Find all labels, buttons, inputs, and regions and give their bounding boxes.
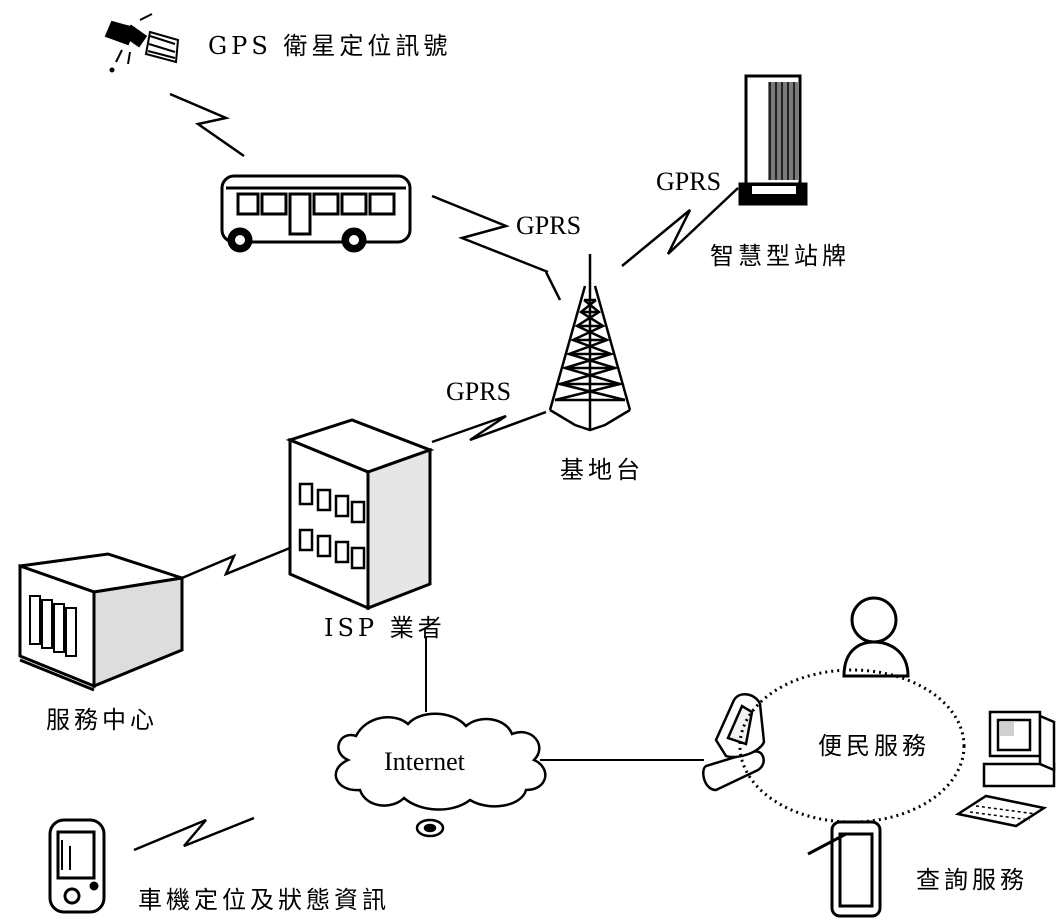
wireless-link-vehicle-unit [133,816,255,852]
person-icon [842,596,910,678]
internet-cloud-icon [334,712,547,838]
label-isp: ISP 業者 [324,614,446,642]
label-internet: Internet [384,747,466,776]
label-query-service: 查詢服務 [916,866,1028,894]
mobile-phone-icon [702,692,766,792]
label-gprs-isp: GPRS [446,377,511,406]
vehicle-unit-icon [48,818,106,914]
wired-links [425,636,966,824]
label-vehicle-status: 車機定位及狀態資訊 [138,886,390,914]
wireless-links [133,92,739,852]
wireless-link-center-isp [181,546,291,580]
public-service-ring [738,668,966,824]
bus-icon [220,174,412,253]
label-service-center: 服務中心 [46,706,158,734]
smart-sign-icon [738,74,808,206]
desktop-computer-icon [954,710,1056,828]
label-gprs-sign: GPRS [656,167,721,196]
service-center-server-icon [18,552,184,692]
label-gps-signal: GPS 衛星定位訊號 [208,32,451,60]
tower-icon [544,254,632,432]
wireless-link-bus-tower [431,194,549,274]
label-base-station: 基地台 [560,456,644,484]
satellite-icon [104,13,180,73]
wireless-link-tower-sign [621,187,739,267]
isp-building-icon [285,418,435,611]
label-smart-sign: 智慧型站牌 [710,242,850,270]
wireless-link-isp-tower [431,410,547,444]
label-public-service: 便民服務 [818,732,930,760]
wireless-link-satellite-bus [169,92,245,158]
label-gprs-bus: GPRS [516,211,581,240]
tablet-icon [807,820,882,918]
